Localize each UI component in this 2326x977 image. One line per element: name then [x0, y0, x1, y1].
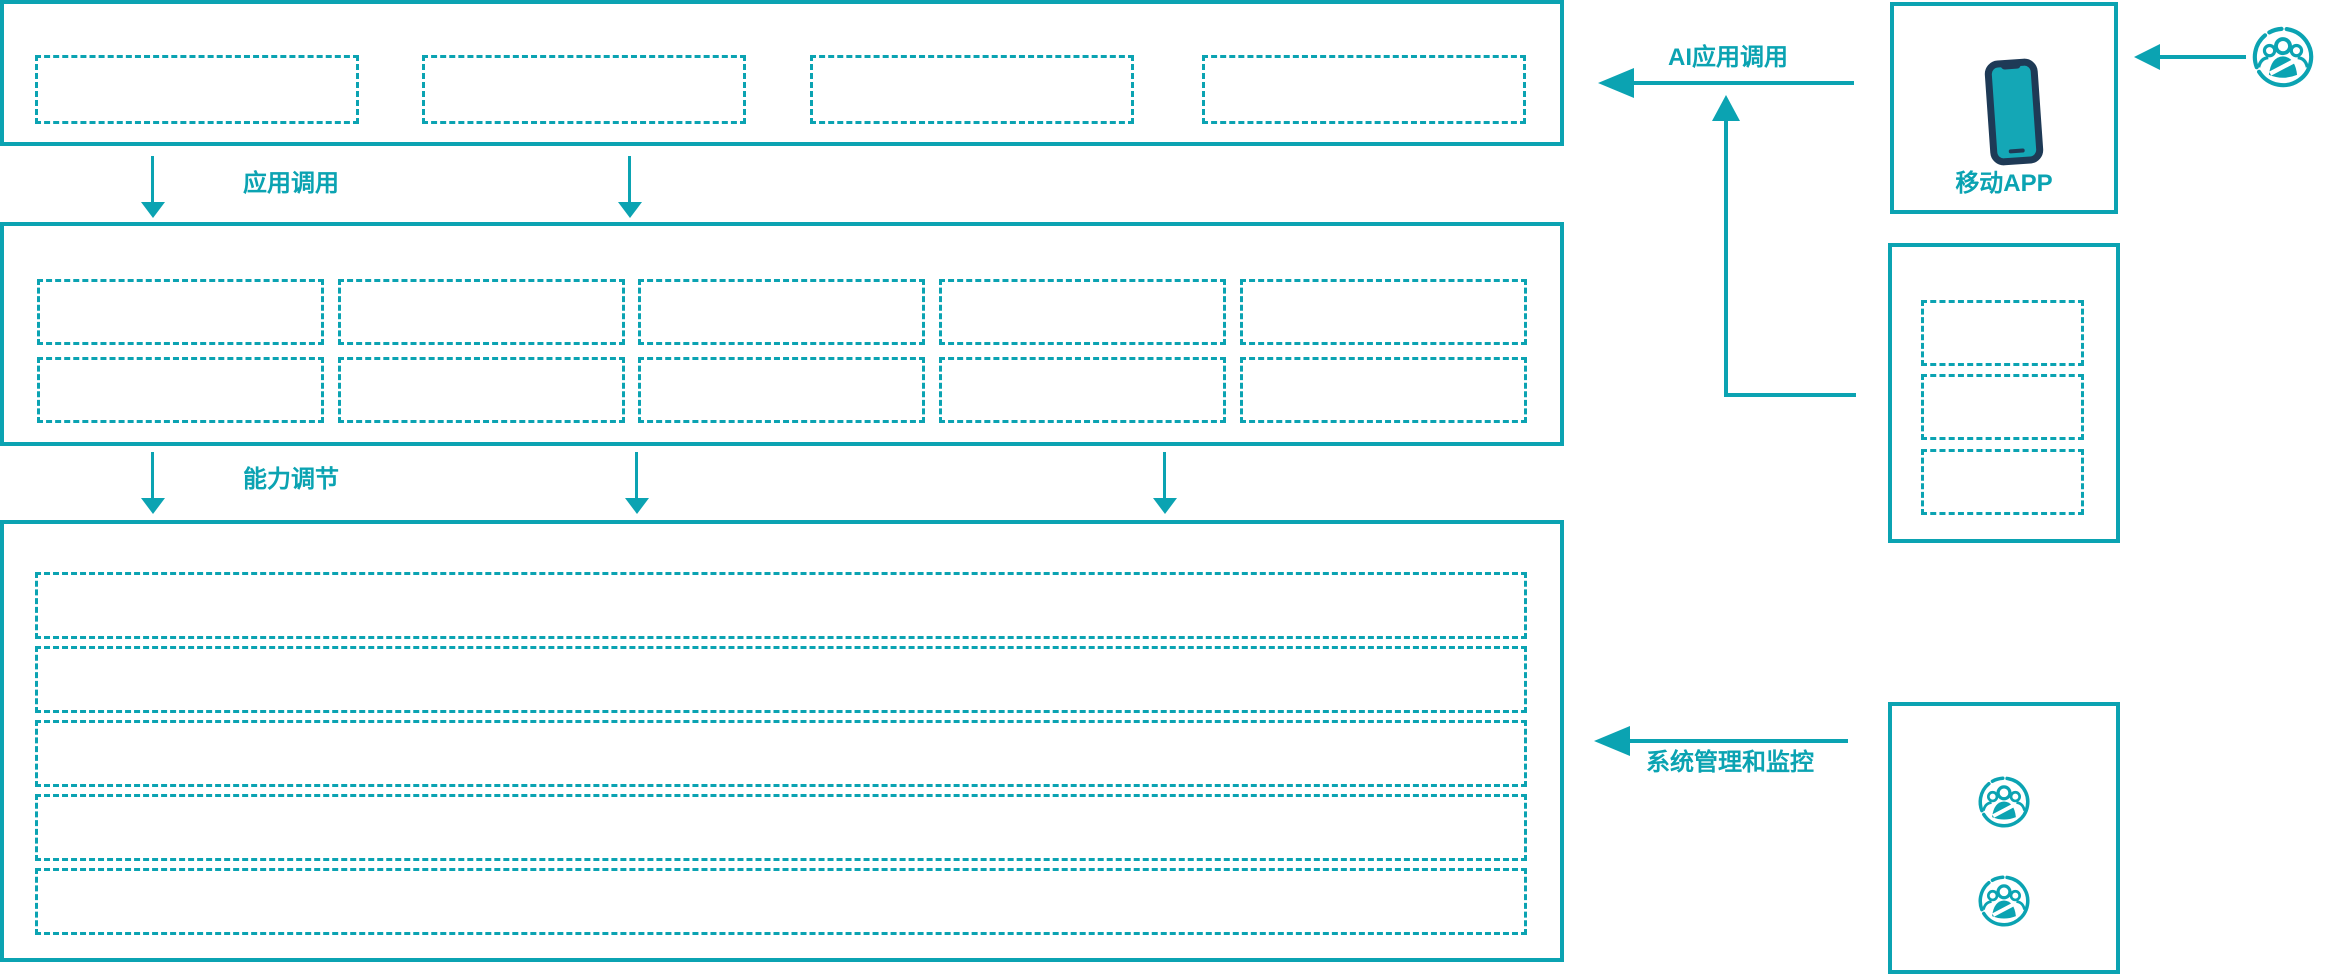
- down-arrow-line: [151, 156, 154, 204]
- resource-placeholder-row-4: [35, 794, 1527, 861]
- resource-placeholder-row-3: [35, 720, 1527, 787]
- flow-label-system-monitor: 系统管理和监控: [1646, 749, 1814, 776]
- down-arrow-icon: [1153, 498, 1177, 514]
- app-layer-placeholder-box-1: [35, 55, 359, 124]
- user-group-icon: [1977, 874, 2031, 928]
- capability-placeholder-box-r2c2: [338, 357, 625, 423]
- down-arrow-line: [628, 156, 631, 204]
- down-arrow-icon: [625, 498, 649, 514]
- capability-placeholder-box-r1c4: [939, 279, 1226, 345]
- up-arrow-icon: [1712, 95, 1740, 121]
- down-arrow-icon: [141, 202, 165, 218]
- flow-label-capability-adjust: 能力调节: [243, 466, 339, 493]
- capability-placeholder-box-r2c4: [939, 357, 1226, 423]
- capability-layer-panel: [0, 222, 1564, 446]
- arrow-line: [1630, 739, 1848, 743]
- app-layer-placeholder-box-3: [810, 55, 1134, 124]
- smartphone-icon: [1978, 54, 2050, 170]
- service-placeholder-box-3: [1921, 449, 2084, 515]
- capability-placeholder-box-r1c2: [338, 279, 625, 345]
- arrow-line: [2158, 55, 2246, 59]
- arrow-line-horizontal: [1724, 393, 1856, 397]
- arrow-line-vertical: [1724, 118, 1728, 397]
- resource-layer-panel: [0, 520, 1564, 962]
- app-layer-placeholder-box-4: [1202, 55, 1526, 124]
- capability-placeholder-box-r2c1: [37, 357, 324, 423]
- app-layer-placeholder-box-2: [422, 55, 746, 124]
- left-arrow-icon: [2134, 44, 2160, 70]
- service-placeholder-box-2: [1921, 374, 2084, 440]
- app-layer-panel: [0, 0, 1564, 146]
- capability-placeholder-box-r2c5: [1240, 357, 1527, 423]
- mobile-app-box: 移动APP: [1890, 2, 2118, 214]
- down-arrow-line: [1163, 452, 1166, 500]
- service-placeholder-box-1: [1921, 300, 2084, 366]
- flow-label-app-call: 应用调用: [243, 170, 339, 197]
- resource-placeholder-row-5: [35, 868, 1527, 935]
- left-arrow-icon: [1594, 726, 1630, 756]
- user-group-icon: [2251, 25, 2315, 89]
- capability-placeholder-box-r1c3: [638, 279, 925, 345]
- flow-label-ai-app-call: AI应用调用: [1668, 44, 1788, 71]
- capability-placeholder-box-r1c5: [1240, 279, 1527, 345]
- left-arrow-icon: [1598, 68, 1634, 98]
- resource-placeholder-row-2: [35, 646, 1527, 713]
- down-arrow-icon: [141, 498, 165, 514]
- capability-placeholder-box-r2c3: [638, 357, 925, 423]
- down-arrow-line: [635, 452, 638, 500]
- mobile-app-label: 移动APP: [1955, 170, 2053, 197]
- user-group-icon: [1977, 775, 2031, 829]
- down-arrow-line: [151, 452, 154, 500]
- service-box: [1888, 243, 2120, 543]
- resource-placeholder-row-1: [35, 572, 1527, 639]
- capability-placeholder-box-r1c1: [37, 279, 324, 345]
- down-arrow-icon: [618, 202, 642, 218]
- arrow-line: [1632, 81, 1854, 85]
- monitor-box: [1888, 702, 2120, 974]
